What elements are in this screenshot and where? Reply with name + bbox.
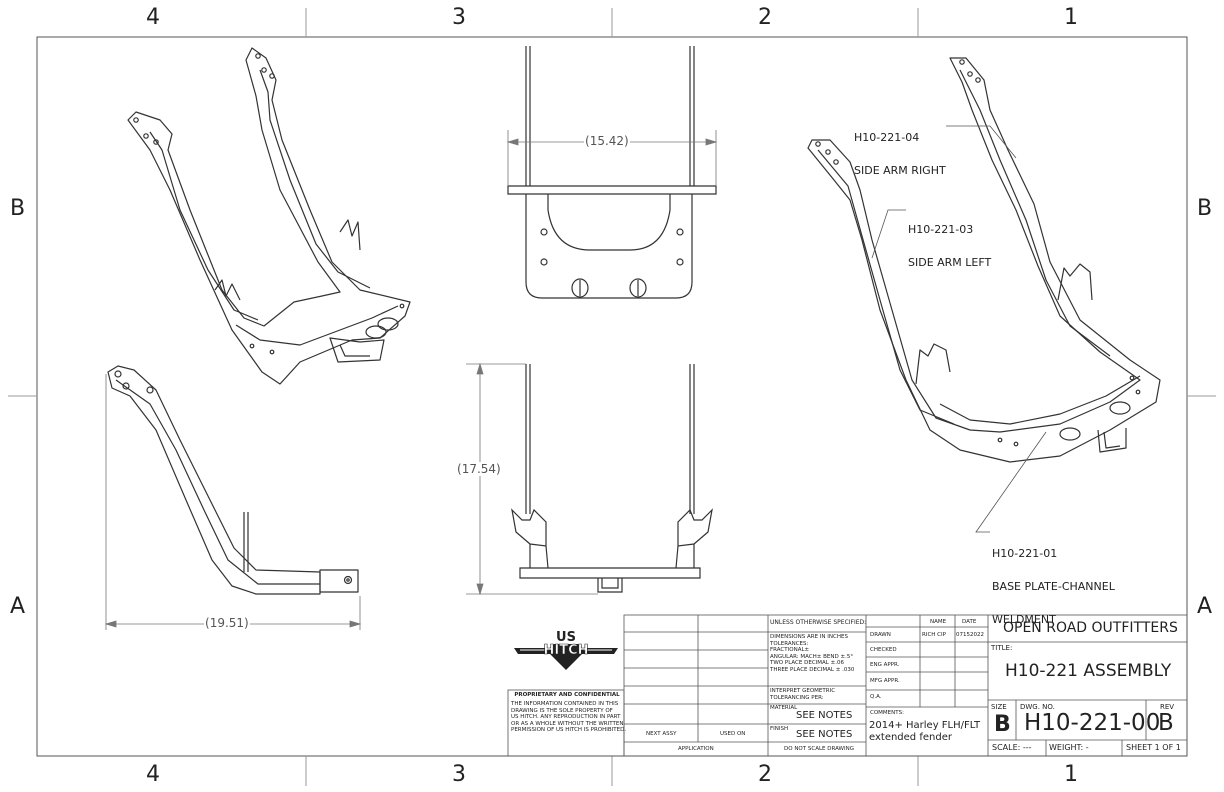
callout-side-arm-left: H10-221-03 SIDE ARM LEFT [908, 202, 991, 279]
top-view-center [507, 46, 717, 299]
date-header: DATE [962, 619, 977, 625]
sheet-label: SHEET 1 OF 1 [1126, 743, 1181, 752]
zone-col-1-top: 1 [1064, 5, 1078, 30]
company-name: OPEN ROAD OUTFITTERS [1003, 620, 1178, 636]
callout-part-name: BASE PLATE-CHANNEL [992, 580, 1115, 593]
dwg-no-label: DWG. NO. [1020, 703, 1055, 711]
tolerance-line: DIMENSIONS ARE IN INCHES [770, 634, 848, 640]
leader-lines [871, 125, 1047, 533]
eng-appr-label: ENG APPR. [870, 662, 900, 668]
tolerance-block: DIMENSIONS ARE IN INCHES TOLERANCES: FRA… [770, 634, 854, 673]
callout-base-plate: H10-221-01 BASE PLATE-CHANNEL WELDMENT [992, 526, 1115, 636]
tolerance-line: TOLERANCING PER: [770, 694, 824, 701]
dim-height-front-label: (17.54) [456, 462, 502, 476]
zone-row-a-right: A [1197, 594, 1213, 619]
iso-view-right [807, 57, 1161, 463]
comments-label: COMMENTS: [870, 710, 904, 716]
checked-label: CHECKED [870, 647, 897, 653]
material-label: MATERIAL [770, 705, 798, 711]
comments-text: 2014+ Harley FLH/FLT extended fender [869, 720, 980, 744]
callout-part-name-2: WELDMENT [992, 613, 1056, 626]
zone-ticks [8, 8, 1216, 786]
side-view-bottom-left [107, 365, 359, 595]
comments-line: extended fender [869, 732, 952, 743]
zone-col-3-bottom: 3 [452, 762, 466, 787]
drawn-date: 07152022 [956, 632, 984, 638]
tolerance-line: INTERPRET GEOMETRIC [770, 688, 836, 694]
finish-value: SEE NOTES [796, 729, 853, 740]
size-label: SIZE [991, 703, 1007, 711]
application-label: APPLICATION [678, 746, 714, 752]
zone-row-a-left: A [10, 594, 26, 619]
dim-width-top-label: (15.42) [584, 134, 630, 148]
callout-part-name: SIDE ARM RIGHT [854, 164, 946, 177]
proprietary-block: PROPRIETARY AND CONFIDENTIAL THE INFORMA… [511, 692, 627, 734]
front-view-center [511, 364, 713, 593]
tolerancing-block: INTERPRET GEOMETRIC TOLERANCING PER: [770, 688, 835, 701]
zone-col-4-bottom: 4 [146, 762, 160, 787]
logo-text-hitch: HITCH [543, 643, 588, 658]
proprietary-line: PERMISSION OF US HITCH IS PROHIBITED. [511, 727, 627, 733]
weight-label: WEIGHT: - [1049, 743, 1089, 752]
do-not-scale-label: DO NOT SCALE DRAWING [784, 746, 854, 752]
callout-part-name: SIDE ARM LEFT [908, 256, 992, 269]
name-header: NAME [930, 619, 947, 625]
tolerance-unless: UNLESS OTHERWISE SPECIFIED: [770, 619, 867, 626]
tolerance-line: FRACTIONAL± [770, 647, 810, 653]
proprietary-line: THE INFORMATION CONTAINED IN THIS [511, 701, 619, 707]
title-block-lines [507, 614, 1188, 757]
scale-label: SCALE: --- [992, 743, 1032, 752]
dim-height-front [466, 362, 598, 596]
zone-col-3-top: 3 [452, 5, 466, 30]
callout-part-number: H10-221-03 [908, 223, 974, 236]
us-hitch-logo: US HITCH [510, 624, 622, 678]
tolerance-line: TOLERANCES: [770, 640, 809, 647]
zone-col-2-bottom: 2 [758, 762, 772, 787]
zone-col-4-top: 4 [146, 5, 160, 30]
proprietary-title: PROPRIETARY AND CONFIDENTIAL [514, 692, 620, 698]
finish-label: FINISH [770, 726, 789, 732]
drawn-label: DRAWN [870, 632, 891, 638]
mfg-appr-label: MFG APPR. [870, 678, 900, 684]
next-assy-label: NEXT ASSY [646, 731, 677, 737]
callout-part-number: H10-221-01 [992, 547, 1058, 560]
zone-col-1-bottom: 1 [1064, 762, 1078, 787]
callout-side-arm-right: H10-221-04 SIDE ARM RIGHT [854, 110, 946, 187]
drawing-title: H10-221 ASSEMBLY [1005, 661, 1172, 681]
zone-row-b-left: B [10, 196, 26, 221]
material-value: SEE NOTES [796, 710, 853, 721]
dwg-no-value: H10-221-00 [1024, 710, 1161, 736]
tolerance-line: THREE PLACE DECIMAL ± .030 [770, 666, 855, 673]
drawn-name: RICH CIP [922, 632, 946, 638]
proprietary-line: US HITCH. ANY REPRODUCTION IN PART [511, 714, 621, 720]
dim-length-side-label: (19.51) [204, 616, 250, 630]
callout-part-number: H10-221-04 [854, 131, 920, 144]
used-on-label: USED ON [720, 731, 746, 737]
size-value: B [994, 712, 1011, 737]
logo-text-us: US [556, 630, 576, 645]
rev-value: B [1158, 710, 1174, 736]
proprietary-line: OR AS A WHOLE WITHOUT THE WRITTEN [511, 720, 624, 727]
tolerance-line: ANGULAR: MACH± BEND ±.5° [770, 653, 854, 660]
comments-line: 2014+ Harley FLH/FLT [869, 720, 981, 731]
proprietary-line: DRAWING IS THE SOLE PROPERTY OF [511, 707, 613, 714]
title-label: TITLE: [991, 644, 1013, 652]
tolerance-line: TWO PLACE DECIMAL ±.06 [770, 660, 844, 666]
zone-row-b-right: B [1197, 196, 1213, 221]
iso-view-top-left [127, 47, 411, 385]
zone-col-2-top: 2 [758, 5, 772, 30]
rev-label: REV [1160, 703, 1175, 711]
qa-label: Q.A. [870, 694, 882, 700]
